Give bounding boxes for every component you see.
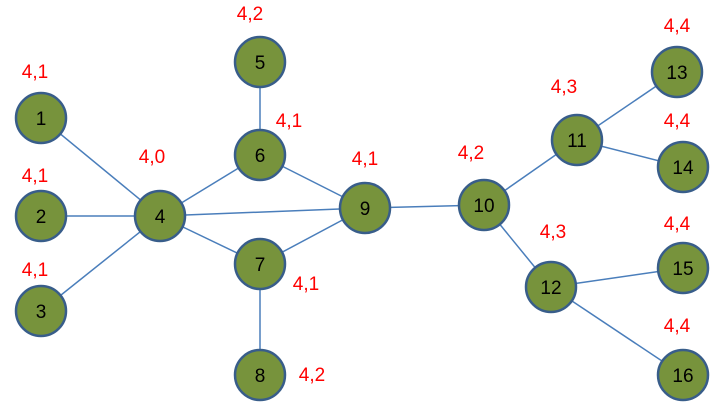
node-label: 4 (155, 207, 166, 228)
node-value-label-15: 4,4 (664, 214, 691, 235)
node-6: 6 (233, 128, 287, 182)
node-value-label-10: 4,2 (458, 143, 484, 164)
node-value-label-8: 4,2 (299, 365, 325, 386)
node-value-label-4: 4,0 (139, 147, 165, 168)
node-circle (14, 284, 68, 338)
node-circle (233, 237, 287, 291)
node-value-label-3: 4,1 (22, 260, 48, 281)
value-label-layer: 4,1 4,1 4,1 4,0 4,2 4,1 4,1 4,2 4,1 4,2 4,3 4,3 4,4 4… (22, 4, 691, 386)
node-1: 1 (14, 91, 68, 145)
node-13: 13 (650, 45, 704, 99)
node-3: 3 (14, 284, 68, 338)
node-7: 7 (233, 237, 287, 291)
node-circle (14, 189, 68, 243)
node-value-label-1: 4,1 (22, 62, 48, 83)
node-11: 11 (550, 113, 604, 167)
node-label: 14 (672, 158, 694, 179)
node-value-label-12: 4,3 (540, 222, 566, 243)
node-15: 15 (656, 241, 710, 295)
node-circle (656, 348, 710, 402)
node-12: 12 (524, 260, 578, 314)
node-label: 11 (567, 131, 587, 152)
node-circle (133, 189, 187, 243)
node-label: 2 (36, 207, 47, 228)
node-circle (524, 260, 578, 314)
node-14: 14 (656, 140, 710, 194)
node-9: 9 (338, 181, 392, 235)
node-circle (650, 45, 704, 99)
node-label: 10 (473, 196, 494, 217)
node-label: 3 (36, 302, 47, 323)
node-label: 1 (36, 109, 47, 130)
node-circle (233, 35, 287, 89)
node-label: 12 (540, 278, 561, 299)
node-circle (550, 113, 604, 167)
node-label: 16 (672, 366, 693, 387)
node-label: 5 (255, 53, 266, 74)
edge-12-16 (550, 286, 684, 376)
node-circle (457, 178, 511, 232)
node-10: 10 (457, 178, 511, 232)
node-label: 9 (360, 199, 371, 220)
node-value-label-11: 4,3 (551, 77, 577, 98)
node-label: 15 (672, 259, 693, 280)
node-5: 5 (233, 35, 287, 89)
node-8: 8 (233, 348, 287, 402)
node-circle (14, 91, 68, 145)
node-circle (656, 241, 710, 295)
node-value-label-14: 4,4 (664, 111, 691, 132)
node-label: 6 (255, 146, 266, 167)
node-circle (233, 128, 287, 182)
node-circle (338, 181, 392, 235)
edge-4-9 (159, 207, 366, 217)
node-label: 8 (255, 366, 266, 387)
node-circle (656, 140, 710, 194)
node-value-label-9: 4,1 (352, 149, 378, 170)
node-value-label-16: 4,4 (664, 316, 691, 337)
node-value-label-13: 4,4 (664, 16, 691, 37)
node-value-label-7: 4,1 (293, 274, 319, 295)
node-2: 2 (14, 189, 68, 243)
node-value-label-2: 4,1 (22, 166, 48, 187)
node-label: 7 (255, 255, 266, 276)
node-16: 16 (656, 348, 710, 402)
node-value-label-5: 4,2 (237, 4, 263, 25)
node-4: 4 (133, 189, 187, 243)
node-label: 13 (666, 63, 687, 84)
node-value-label-6: 4,1 (276, 111, 302, 132)
node-circle (233, 348, 287, 402)
